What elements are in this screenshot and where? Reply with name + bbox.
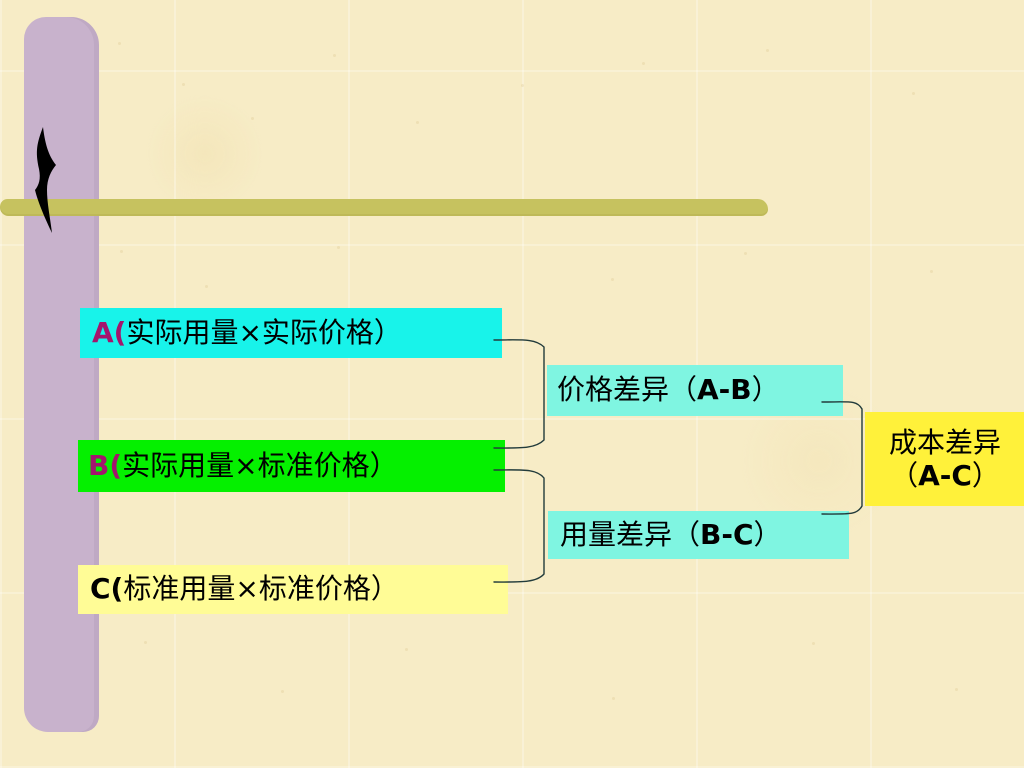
usage-variance-formula: B-C xyxy=(700,517,754,551)
node-c: C( 标准用量×标准价格） xyxy=(78,565,508,614)
node-a: A( 实际用量×实际价格） xyxy=(80,308,502,358)
price-variance-suffix: ） xyxy=(751,373,780,407)
node-c-text: 标准用量×标准价格） xyxy=(123,572,399,606)
background-texture-dot xyxy=(120,250,123,253)
background-texture-dot xyxy=(182,83,185,86)
background-texture-dot xyxy=(521,84,524,87)
background-texture-dot xyxy=(416,121,419,124)
chevron-left-icon xyxy=(35,127,56,233)
background-texture-dot xyxy=(612,697,615,700)
node-b-prefix: B( xyxy=(88,448,123,482)
node-a-prefix: A( xyxy=(92,315,127,349)
usage-variance-text: 用量差异（ xyxy=(560,517,701,551)
background-texture-dot xyxy=(744,252,747,255)
background-texture-dot xyxy=(642,62,645,65)
node-a-text: 实际用量×实际价格） xyxy=(126,315,402,349)
background-texture-dot xyxy=(766,49,769,52)
background-texture-dot xyxy=(912,92,915,95)
background-texture-dot xyxy=(611,278,614,281)
background-texture-dot xyxy=(812,642,815,645)
background-texture-dot xyxy=(405,648,408,651)
cost-variance-node: 成本差异 （A-C） xyxy=(865,412,1024,506)
price-variance-text: 价格差异（ xyxy=(557,373,698,407)
connector-price-usage-to-cost xyxy=(821,401,863,515)
cost-variance-close: ） xyxy=(971,459,1000,492)
background-texture-dot xyxy=(205,285,208,288)
background-texture-dot xyxy=(281,690,284,693)
background-texture-dot xyxy=(955,688,958,691)
cost-variance-formula: A-C xyxy=(918,459,972,492)
vertical-decorative-bar xyxy=(24,17,99,732)
usage-variance-node: 用量差异（ B-C ） xyxy=(548,511,849,559)
background-texture-dot xyxy=(144,641,147,644)
cost-variance-line1: 成本差异 xyxy=(888,425,1001,459)
background-texture-dot xyxy=(333,54,336,57)
node-b-text: 实际用量×标准价格） xyxy=(122,448,398,482)
background-texture-dot xyxy=(930,270,933,273)
node-b: B( 实际用量×标准价格） xyxy=(78,440,505,492)
background-texture-dot xyxy=(337,246,340,249)
cost-variance-line2: （A-C） xyxy=(890,459,1000,492)
horizontal-decorative-bar xyxy=(0,199,768,216)
price-variance-node: 价格差异（ A-B ） xyxy=(547,365,843,416)
usage-variance-suffix: ） xyxy=(753,517,782,551)
cost-variance-open: （ xyxy=(890,459,919,492)
background-texture-dot xyxy=(118,42,121,45)
price-variance-formula: A-B xyxy=(697,373,752,407)
node-c-prefix: C( xyxy=(90,572,124,606)
background-texture-dot xyxy=(251,117,254,120)
